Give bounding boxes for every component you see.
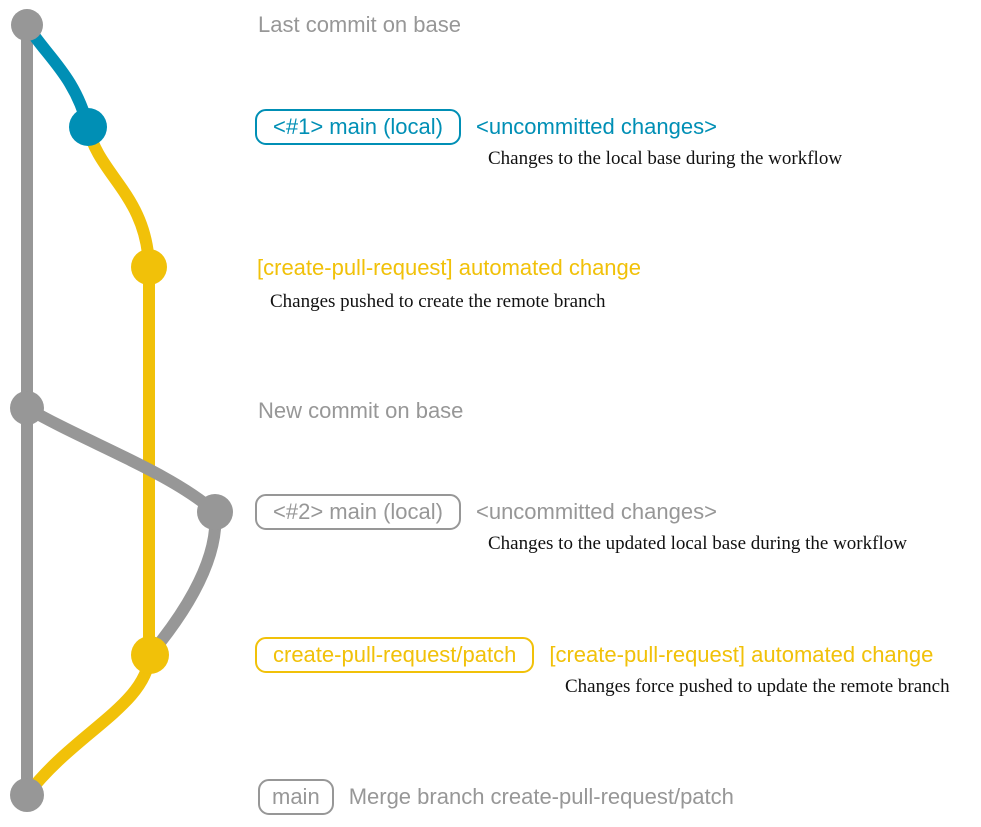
- commit-message-automated-change-2: [create-pull-request] automated change: [549, 642, 934, 667]
- branch-badge-patch: create-pull-request/patch: [255, 637, 535, 673]
- commit-dot-merge: [10, 778, 44, 812]
- row-merge: main Merge branch create-pull-request/pa…: [258, 779, 734, 815]
- annotation-new-commit-on-base: New commit on base: [258, 398, 464, 423]
- commit-dot-automated-change-1: [131, 249, 167, 285]
- description-main-local-1: Changes to the local base during the wor…: [488, 148, 843, 169]
- updated-base-curve-in: [144, 506, 222, 661]
- row-main-local-1: <#1> main (local) <uncommitted changes>: [255, 109, 717, 145]
- status-uncommitted-changes-1: <uncommitted changes>: [475, 114, 717, 139]
- updated-base-curve-out: [21, 402, 221, 518]
- description-automated-change-1: Changes pushed to create the remote bran…: [270, 291, 606, 312]
- branch-badge-main-local-1: <#1> main (local): [255, 109, 461, 145]
- commit-message-automated-change-1: [create-pull-request] automated change: [257, 255, 642, 280]
- row-patch-branch: create-pull-request/patch [create-pull-r…: [255, 637, 933, 673]
- commit-dot-automated-change-2: [131, 636, 169, 674]
- commit-dot-new-base: [10, 391, 44, 425]
- branch-badge-main-local-2: <#2> main (local): [255, 494, 461, 530]
- patch-branch-curve-top: [82, 121, 155, 273]
- commit-dot-main-local-1: [69, 108, 107, 146]
- commit-dot-main-local-2: [197, 494, 233, 530]
- commit-message-merge: Merge branch create-pull-request/patch: [348, 784, 734, 809]
- branch-badge-main: main: [258, 779, 334, 815]
- description-main-local-2: Changes to the updated local base during…: [488, 533, 907, 554]
- row-main-local-2: <#2> main (local) <uncommitted changes>: [255, 494, 717, 530]
- annotation-last-commit-on-base: Last commit on base: [258, 12, 461, 37]
- merge-curve: [21, 649, 156, 801]
- status-uncommitted-changes-2: <uncommitted changes>: [475, 499, 717, 524]
- description-automated-change-2: Changes force pushed to update the remot…: [565, 676, 950, 697]
- commit-dot-last-base: [11, 9, 43, 41]
